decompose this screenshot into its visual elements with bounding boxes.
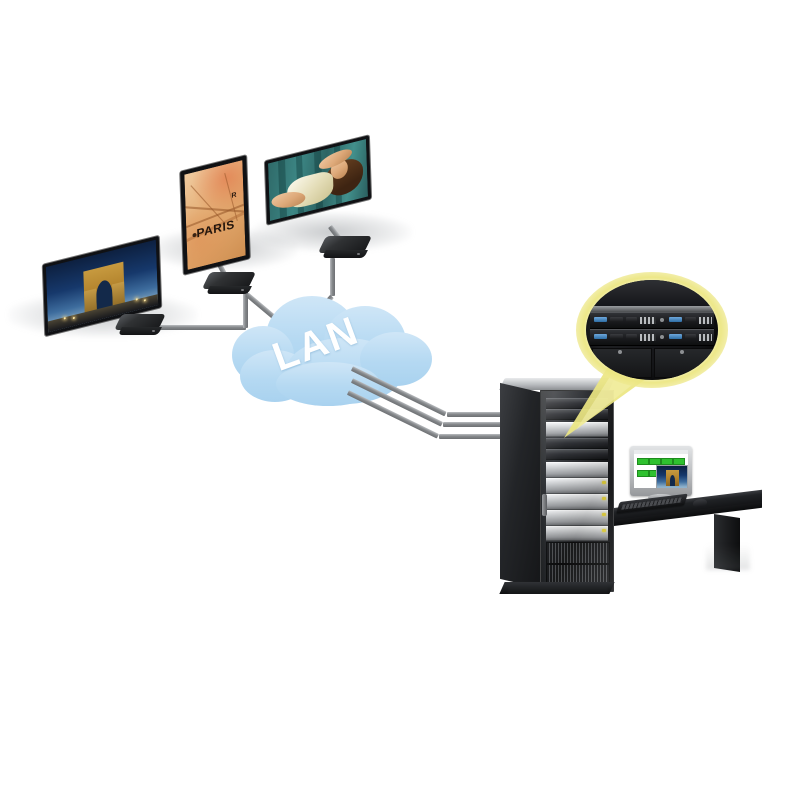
ui-channel-button[interactable]: [673, 458, 685, 465]
management-console: [596, 440, 766, 573]
ui-channel-button[interactable]: [649, 458, 661, 465]
callout-transmitter-card[interactable]: [590, 312, 714, 329]
callout-video-port: [626, 334, 637, 339]
rack-reflection: [508, 571, 608, 594]
rack-server-unit[interactable]: [546, 494, 608, 510]
rack-server-unit[interactable]: [546, 478, 608, 494]
rack-vent-panel: [546, 542, 610, 564]
ui-channel-button[interactable]: [637, 470, 649, 477]
cable-rack-entry-1: [447, 412, 509, 417]
receiver-led: [357, 253, 360, 255]
rack-status-led: [602, 513, 606, 516]
map-secondary-label: R: [231, 191, 238, 200]
rack-transmitter-bay[interactable]: [546, 438, 608, 449]
callout-video-port: [669, 334, 682, 339]
display-paris-map[interactable]: PARIS R: [180, 155, 250, 275]
receiver-2[interactable]: [201, 272, 257, 297]
callout-video-port: [610, 334, 623, 339]
callout-rack-shelf: [586, 280, 718, 306]
rack-server-unit[interactable]: [546, 462, 608, 478]
cable-receiver3-vertical: [330, 258, 335, 296]
callout-viewport: [586, 280, 718, 380]
callout-blank-bay: [592, 348, 652, 378]
desk-reflection: [706, 544, 750, 570]
receiver-1[interactable]: [114, 314, 166, 338]
callout-led-group: [699, 334, 712, 341]
receiver-front-face: [118, 327, 162, 335]
callout-button[interactable]: [660, 318, 664, 322]
rack-status-led: [602, 529, 606, 532]
callout-bay-screw: [618, 350, 622, 354]
display-panel-map: PARIS R: [184, 160, 246, 270]
callout-video-port: [626, 317, 637, 322]
receiver-front-face: [322, 250, 368, 258]
rack-server-unit[interactable]: [546, 526, 608, 541]
callout-transmitter-card[interactable]: [590, 329, 714, 346]
rack-transmitter-bay[interactable]: [546, 449, 608, 460]
callout-led-group: [640, 317, 656, 324]
cable-rack-entry-2: [443, 422, 509, 427]
rack-status-led: [602, 481, 606, 484]
rack-server-unit[interactable]: [546, 510, 608, 526]
callout-video-port: [610, 317, 623, 322]
monitor-screen[interactable]: [634, 450, 688, 488]
callout-video-port: [669, 317, 682, 322]
cable-junction-vertical: [243, 290, 248, 328]
callout-bay-screw: [680, 350, 684, 354]
rack-side-panel: [500, 382, 544, 590]
receiver-led: [241, 289, 244, 291]
callout-blank-bay: [654, 348, 714, 378]
lcd-monitor[interactable]: [630, 446, 692, 501]
cable-receiver1-to-junction: [160, 325, 246, 330]
receiver-led: [152, 330, 155, 332]
ui-channel-button[interactable]: [661, 458, 673, 465]
ui-channel-button[interactable]: [637, 458, 649, 465]
cable-rack-entry-3: [439, 434, 509, 439]
callout-button[interactable]: [660, 335, 664, 339]
callout-video-port: [685, 317, 696, 322]
ui-titlebar: [634, 450, 688, 454]
thumb-arch: [670, 475, 675, 486]
display-panel-portrait: [267, 139, 369, 221]
rack-door-handle[interactable]: [542, 494, 547, 516]
callout-led-group: [699, 317, 712, 324]
rack-transmitter-bay[interactable]: [546, 398, 608, 409]
callout-rail: [586, 306, 718, 312]
display-bezel: PARIS R: [180, 155, 250, 275]
callout-video-port: [594, 317, 607, 322]
ui-preview-thumbnail[interactable]: [656, 465, 688, 488]
receiver-3[interactable]: [317, 236, 373, 261]
callout-video-port: [594, 334, 607, 339]
callout-led-group: [640, 334, 656, 341]
callout-video-port: [685, 334, 696, 339]
magnifier-callout[interactable]: [576, 272, 728, 388]
receiver-front-face: [206, 286, 252, 294]
rack-status-led: [602, 497, 606, 500]
